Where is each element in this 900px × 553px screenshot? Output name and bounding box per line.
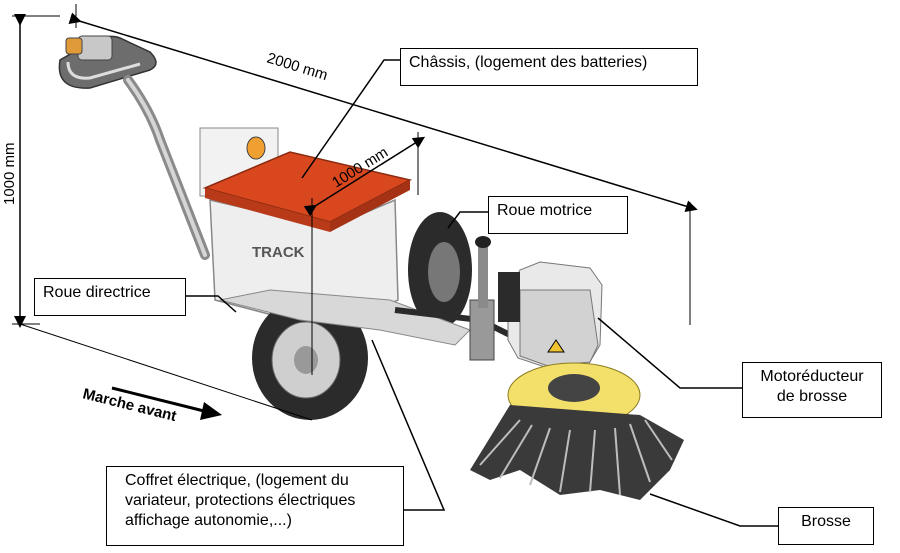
label-coffret-line3: affichage autonomie,...) [125, 512, 292, 529]
label-roue-directrice-text: Roue directrice [43, 284, 151, 301]
label-motoreducteur-line1: Motoréducteur [760, 368, 864, 385]
label-coffret-line1: Coffret électrique, (logement du [125, 472, 349, 489]
label-coffret-line2: variateur, protections électriques [125, 492, 356, 509]
leader-roue-directrice [186, 295, 237, 313]
label-roue-motrice: Roue motrice [488, 196, 628, 234]
leader-brosse [649, 493, 778, 527]
leader-coffret [371, 339, 446, 511]
label-roue-directrice: Roue directrice [34, 278, 186, 316]
label-brosse-text: Brosse [801, 513, 851, 530]
label-chassis-text: Châssis, (logement des batteries) [409, 54, 648, 71]
track-logo: TRACK [252, 244, 305, 261]
length-dimension-label: 2000 mm [265, 50, 330, 85]
bottom-frame [219, 289, 471, 346]
brush [470, 362, 684, 500]
label-motoreducteur-line2: de brosse [776, 388, 848, 405]
steering-wheel [252, 296, 368, 420]
leader-roue-motrice [447, 211, 488, 229]
forward-direction-arrow [111, 386, 222, 420]
leader-chassis [301, 59, 400, 179]
steering-handle [58, 35, 157, 89]
dimension-width [303, 132, 426, 375]
machine-illustration: TRACK [58, 35, 684, 500]
label-brosse: Brosse [778, 507, 874, 545]
label-roue-motrice-text: Roue motrice [497, 202, 593, 219]
label-motoreducteur: Motoréducteur de brosse [742, 362, 882, 418]
label-chassis: Châssis, (logement des batteries) [400, 48, 698, 86]
dimension-height [12, 14, 60, 328]
drive-wheel [408, 212, 472, 328]
gear-motor [498, 261, 603, 369]
leader-motoreducteur [597, 317, 742, 389]
ground-line [19, 323, 313, 421]
leader-lines [186, 59, 778, 527]
label-coffret: Coffret électrique, (logement du variate… [106, 466, 404, 546]
dimension-length [68, 4, 698, 325]
height-dimension-label: 1000 mm [1, 142, 18, 205]
